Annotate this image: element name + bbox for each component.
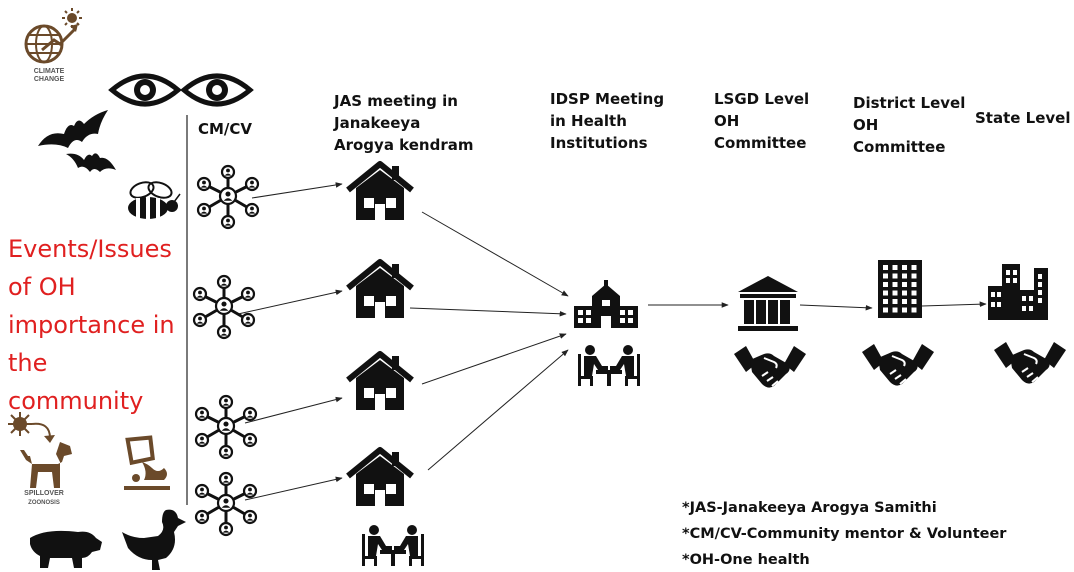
dog-icon [20,442,72,488]
spillover-label: SPILLOVER [24,490,64,497]
district-office-building-icon [878,260,922,318]
header-district-committee: District Level OH Committee [853,94,966,156]
state-city-buildings-icon [988,264,1048,320]
header-cm-cv: CM/CV [198,120,253,138]
pollution-bucket-icon [124,435,170,490]
handshake-icon-state [994,342,1066,384]
arrow-house3-to-idsp [421,333,567,385]
small-bat-icon [66,153,116,172]
duck-icon [122,509,186,570]
meeting-icon-idsp [578,345,640,386]
arrow-house4-to-idsp [427,349,569,471]
community-network-icon-2 [192,274,256,340]
community-network-icon-3 [194,394,258,460]
bee-icon [128,181,181,219]
pig-icon [30,530,102,568]
arrow-network1-to-house1 [251,182,343,199]
header-jas-meeting: JAS meeting in Janakeeya Arogya kendram [334,92,474,154]
house-icon-4 [346,447,414,506]
virus-icon [8,412,32,436]
bat-icon [38,110,108,148]
abbreviation-oh: *OH-One health [682,552,810,568]
arrow-district-to-state [921,301,987,307]
zoonosis-label: ZOONOSIS [28,500,60,506]
arrow-network3-to-house3 [244,396,343,424]
abbreviation-jas: *JAS-Janakeeya Arogya Samithi [682,500,937,516]
community-network-icon-4 [194,471,258,537]
climate-change-label: CLIMATE CHANGE [33,68,65,83]
eyes-icon [108,73,254,107]
arrow-network2-to-house2 [237,289,343,315]
arrow-house2-to-idsp [409,307,567,317]
abbreviation-cmcv: *CM/CV-Community mentor & Volunteer [682,526,1007,542]
house-icon-1 [346,161,414,220]
header-lsgd-committee: LSGD Level OH Committee [714,90,810,152]
arrow-network4-to-house4 [244,476,343,501]
health-institution-icon [574,280,638,328]
handshake-icon-lsgd [734,346,806,388]
house-icon-2 [346,259,414,318]
header-state-level: State Level [975,109,1071,127]
house-icon-3 [346,351,414,410]
handshake-icon-district [862,344,934,386]
community-network-icon-1 [196,164,260,230]
arrow-house1-to-idsp [421,211,569,297]
header-idsp-meeting: IDSP Meeting in Health Institutions [550,90,665,152]
climate-change-icon [24,8,82,64]
events-issues-text: Events/Issues of OH importance in the co… [8,235,175,415]
government-building-icon [738,276,798,331]
meeting-icon-bottom [362,525,424,566]
arrow-lsgd-to-district [799,304,873,311]
curved-arrow-icon [31,422,55,443]
